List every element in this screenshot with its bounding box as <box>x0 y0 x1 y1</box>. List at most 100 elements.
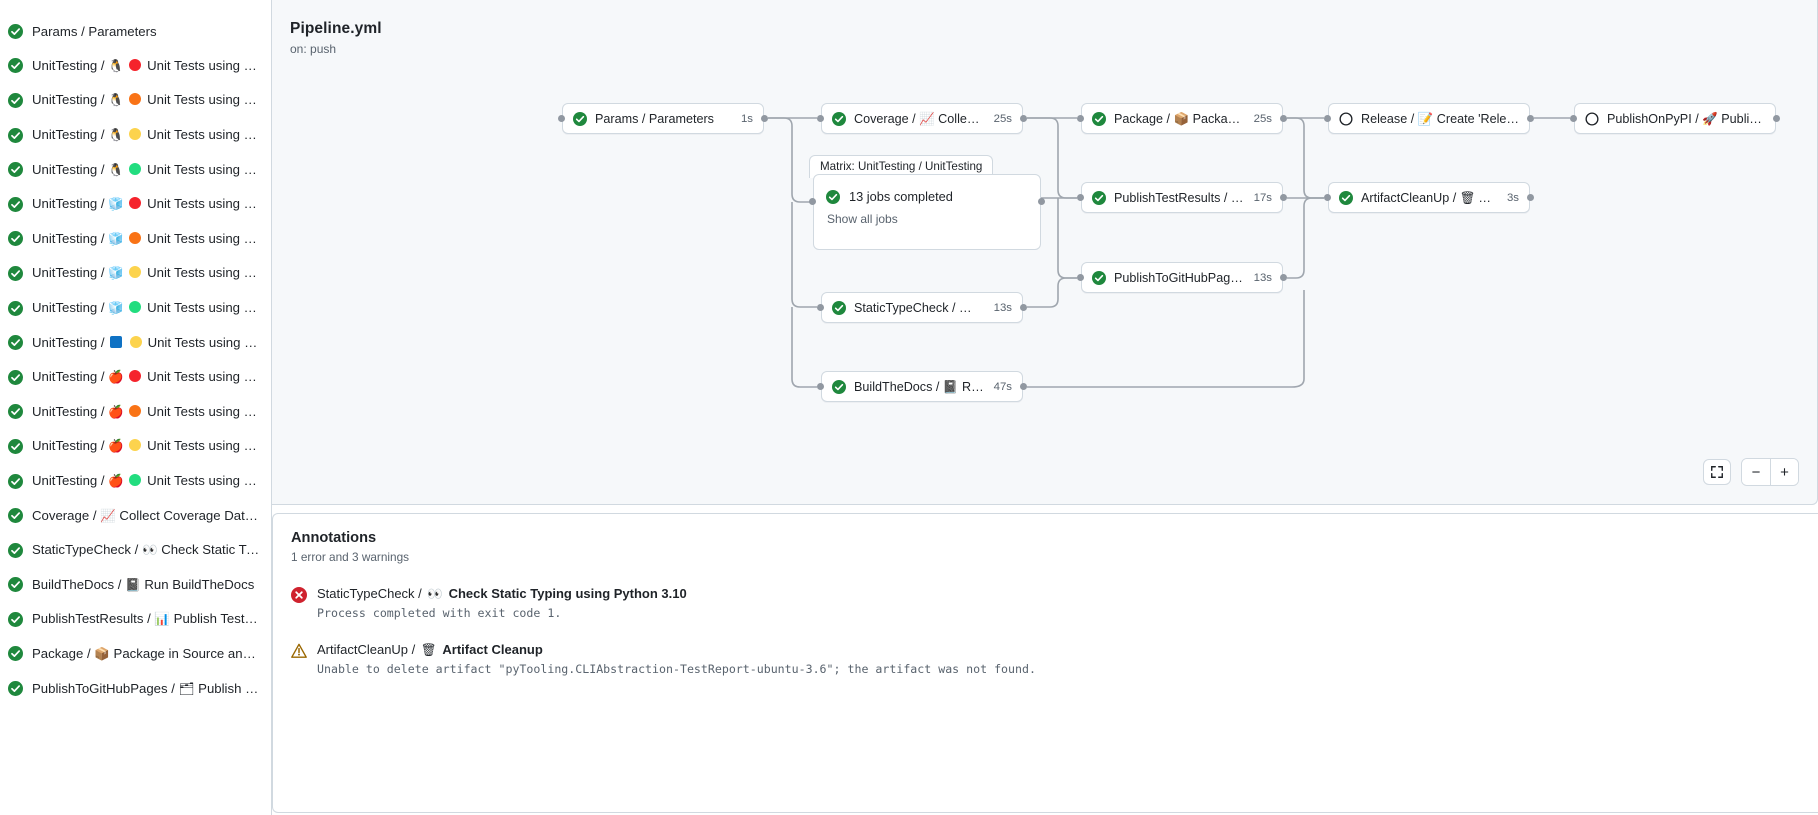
node-label: ArtifactCleanUp / 🗑 Artifac... <box>1361 189 1499 205</box>
node-input-port <box>817 383 824 390</box>
os-icon-bluesquare <box>110 336 123 349</box>
status-success-icon <box>8 300 23 316</box>
graph-node-btd[interactable]: BuildTheDocs / 📓 Run Buil...47s <box>821 371 1023 402</box>
status-success-icon <box>8 23 23 39</box>
sidebar-job-item[interactable]: UnitTesting / 🐧 Unit Tests using Pyth... <box>0 83 271 118</box>
graph-node-package[interactable]: Package / 📦 Package in So...25s <box>1081 103 1283 134</box>
zoom-out-button[interactable]: − <box>1742 459 1770 485</box>
sidebar-job-label: UnitTesting / 🐧 Unit Tests using Pyth... <box>32 161 261 177</box>
node-emoji-package: 📦 <box>1173 110 1190 126</box>
os-icon-penguin: 🐧 <box>108 92 124 108</box>
graph-node-ptr[interactable]: PublishTestResults / 📊 Pu... 17s <box>1081 182 1283 213</box>
graph-edges <box>768 117 1570 388</box>
python-version-swatch <box>129 128 142 141</box>
node-input-port <box>1324 115 1331 122</box>
graph-node-gh[interactable]: PublishToGitHubPages / 🗂 ...13s <box>1081 262 1283 293</box>
os-icon-apple: 🍎 <box>108 438 124 454</box>
os-icon-pages: 🗂 <box>178 680 195 696</box>
node-label: BuildTheDocs / 📓 Run Buil... <box>854 378 986 394</box>
sidebar-job-item[interactable]: UnitTesting / 🐧 Unit Tests using Pyth... <box>0 118 271 153</box>
status-success-icon <box>8 577 23 593</box>
show-all-jobs-link[interactable]: Show all jobs <box>827 212 898 226</box>
sidebar-job-label: UnitTesting / Unit Tests using Pyth... <box>32 335 261 351</box>
sidebar-job-item[interactable]: PublishToGitHubPages / 🗂 Publish to G... <box>0 671 271 706</box>
node-status-icon <box>1092 111 1106 126</box>
graph-node-stc[interactable]: StaticTypeCheck / 👀 Chec...13s <box>821 292 1023 323</box>
node-status-icon <box>832 379 846 394</box>
status-success-icon <box>8 196 23 212</box>
graph-zoom-controls[interactable]: − + <box>1703 458 1799 486</box>
sidebar-job-item[interactable]: UnitTesting / 🧊 Unit Tests using Pyth... <box>0 222 271 257</box>
sidebar-job-item[interactable]: UnitTesting / 🐧 Unit Tests using Pyth... <box>0 152 271 187</box>
os-icon-apple: 🍎 <box>108 369 124 385</box>
sidebar-job-item[interactable]: PublishTestResults / 📊 Publish Test Resu… <box>0 602 271 637</box>
sidebar-job-item[interactable]: Coverage / 📈 Collect Coverage Data usi..… <box>0 498 271 533</box>
node-status-icon <box>573 111 587 126</box>
os-icon-penguin: 🐧 <box>108 161 124 177</box>
node-label: PublishTestResults / 📊 Pu... <box>1114 189 1246 205</box>
annotation-emoji-wastebasket: 🗑 <box>420 642 437 657</box>
node-label: Coverage / 📈 Collect Cove... <box>854 110 986 126</box>
sidebar-job-item[interactable]: BuildTheDocs / 📓 Run BuildTheDocs <box>0 568 271 603</box>
sidebar-job-item[interactable]: UnitTesting / 🍎 Unit Tests using Pyth... <box>0 464 271 499</box>
sidebar-job-item[interactable]: UnitTesting / 🐧 Unit Tests using Pyth... <box>0 49 271 84</box>
node-duration: 1s <box>740 112 753 125</box>
sidebar-job-item[interactable]: StaticTypeCheck / 👀 Check Static Typing.… <box>0 533 271 568</box>
python-version-swatch <box>129 197 142 210</box>
node-status-icon <box>832 300 846 315</box>
graph-node-coverage[interactable]: Coverage / 📈 Collect Cove...25s <box>821 103 1023 134</box>
sidebar-job-label: UnitTesting / 🐧 Unit Tests using Pyth... <box>32 92 261 108</box>
status-success-icon <box>8 438 23 454</box>
sidebar-job-item[interactable]: UnitTesting / 🧊 Unit Tests using Pyth... <box>0 187 271 222</box>
node-input-port <box>817 304 824 311</box>
node-status-icon <box>1092 270 1106 285</box>
fullscreen-icon[interactable] <box>1703 459 1731 485</box>
python-version-swatch <box>129 404 142 417</box>
sidebar-job-item[interactable]: UnitTesting / 🍎 Unit Tests using Pyth... <box>0 360 271 395</box>
os-icon-book: 📓 <box>125 576 141 592</box>
node-input-port <box>1324 194 1331 201</box>
sidebar-job-item[interactable]: UnitTesting / 🧊 Unit Tests using Pyth... <box>0 256 271 291</box>
status-success-icon <box>8 611 23 627</box>
status-success-icon <box>8 162 23 178</box>
annotation-item[interactable]: StaticTypeCheck / 👀 Check Static Typing … <box>291 586 1800 620</box>
python-version-swatch <box>129 162 142 175</box>
graph-node-acu[interactable]: ArtifactCleanUp / 🗑 Artifac...3s <box>1328 182 1530 213</box>
sidebar-job-label: UnitTesting / 🧊 Unit Tests using Pyth... <box>32 230 261 246</box>
node-output-port <box>1020 115 1027 122</box>
sidebar-job-label: UnitTesting / 🧊 Unit Tests using Pyth... <box>32 300 261 316</box>
graph-node-pypi[interactable]: PublishOnPyPI / 🚀 Publish to ... <box>1574 103 1776 134</box>
page-title: Pipeline.yml <box>290 20 382 37</box>
python-version-swatch <box>129 336 142 349</box>
sidebar-job-item[interactable]: Package / 📦 Package in Source and Wh... <box>0 637 271 672</box>
node-status-icon <box>1585 111 1599 126</box>
node-label: PublishOnPyPI / 🚀 Publish to ... <box>1607 110 1765 126</box>
node-label: Package / 📦 Package in So... <box>1114 110 1246 126</box>
node-output-port <box>1020 304 1027 311</box>
os-icon-apple: 🍎 <box>108 473 124 489</box>
graph-node-release[interactable]: Release / 📝 Create 'Release P... <box>1328 103 1530 134</box>
sidebar-job-item[interactable]: UnitTesting / Unit Tests using Pyth... <box>0 325 271 360</box>
matrix-jobs-row[interactable]: 13 jobs completed <box>826 189 1028 204</box>
workflow-trigger: on: push <box>290 42 337 56</box>
python-version-swatch <box>129 266 142 279</box>
os-icon-penguin: 🐧 <box>108 57 124 73</box>
annotations-title: Annotations <box>291 530 377 546</box>
status-success-icon <box>8 542 23 558</box>
workflow-graph-panel[interactable]: Pipeline.yml on: push <box>272 0 1818 505</box>
sidebar-job-item[interactable]: UnitTesting / 🍎 Unit Tests using Pyth... <box>0 395 271 430</box>
sidebar-job-item[interactable]: Params / Parameters <box>0 14 271 49</box>
annotation-error-icon <box>291 587 307 620</box>
sidebar-job-label: UnitTesting / 🍎 Unit Tests using Pyth... <box>32 473 261 489</box>
zoom-in-button[interactable]: + <box>1770 459 1798 485</box>
sidebar-job-item[interactable]: UnitTesting / 🧊 Unit Tests using Pyth... <box>0 291 271 326</box>
node-duration: 17s <box>1253 191 1272 204</box>
node-label: StaticTypeCheck / 👀 Chec... <box>854 299 986 315</box>
annotation-heading: StaticTypeCheck / 👀 Check Static Typing … <box>317 586 687 601</box>
sidebar-job-item[interactable]: UnitTesting / 🍎 Unit Tests using Pyth... <box>0 429 271 464</box>
